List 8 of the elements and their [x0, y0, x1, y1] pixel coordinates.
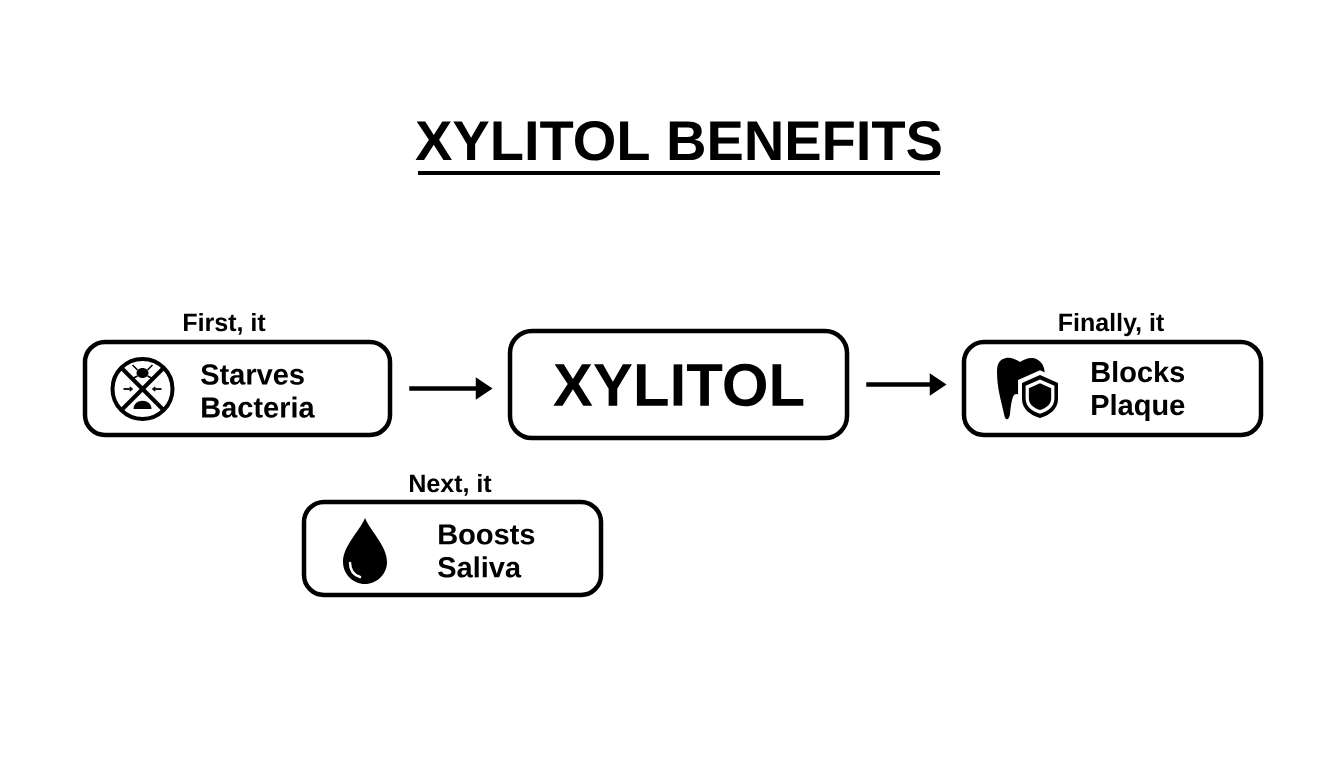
- step-box: Boosts Saliva: [301, 499, 604, 598]
- step-heading: Next, it: [410, 473, 492, 496]
- step-heading: First, it: [184, 312, 266, 335]
- step-heading: Finally, it: [1059, 312, 1164, 337]
- step-box: Blocks Plaque: [961, 339, 1264, 438]
- step-box: Starves Bacteria: [82, 339, 393, 438]
- title: XYLITOL BENEFITS: [415, 120, 941, 175]
- main-box: XYLITOL: [507, 328, 850, 441]
